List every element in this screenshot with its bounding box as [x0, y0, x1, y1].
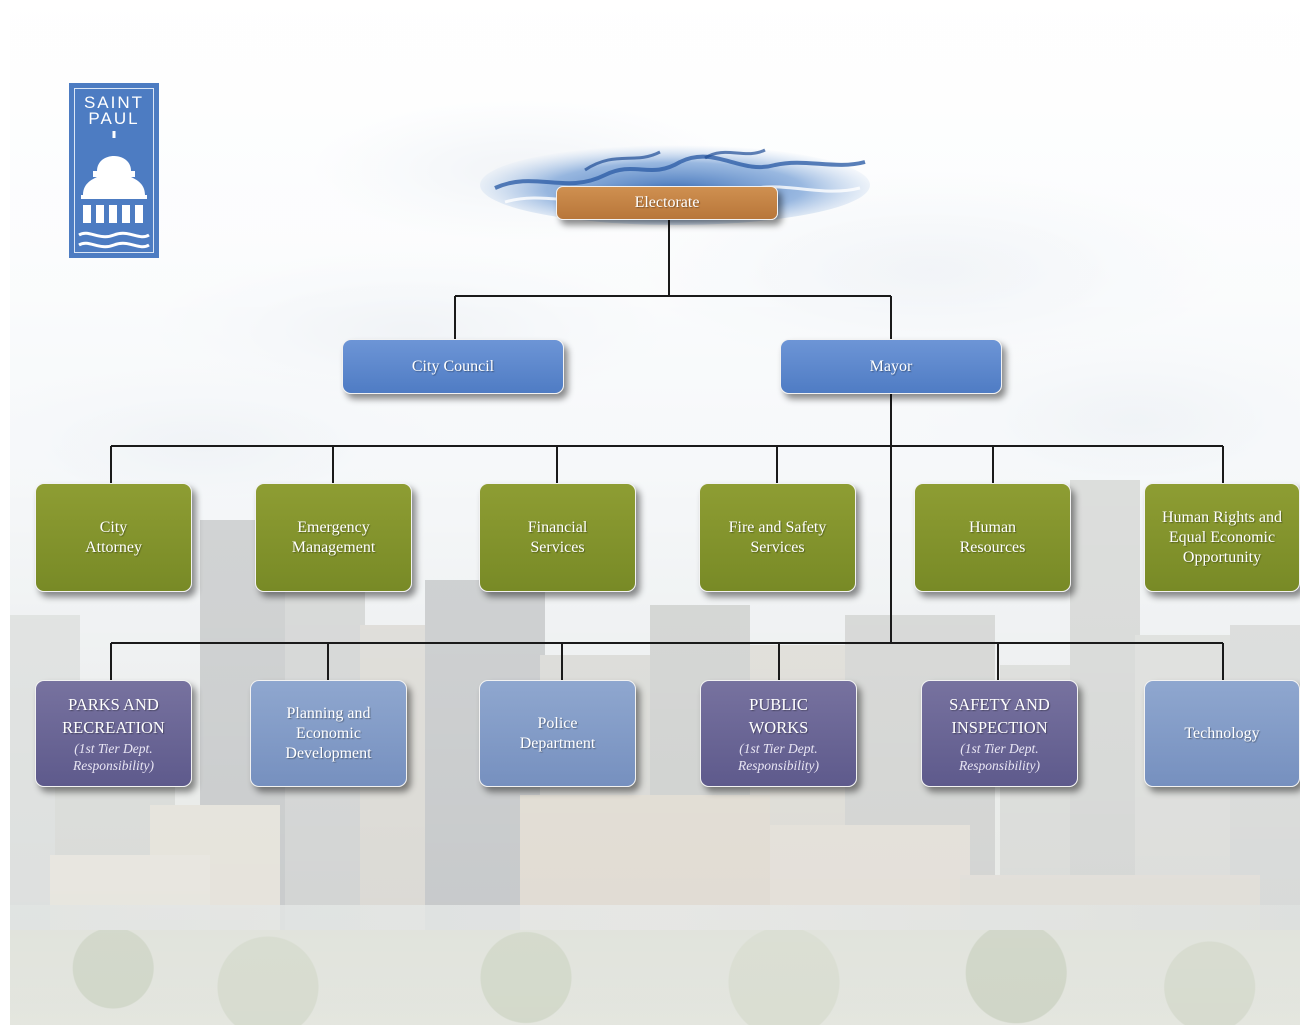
tier1-department-box: SAFETY AND INSPECTION (1st Tier Dept. Re…: [921, 680, 1078, 787]
mayor-box: Mayor: [780, 339, 1002, 394]
logo-text-paul: PAUL: [88, 109, 140, 128]
tier-note: (1st Tier Dept. Responsibility): [73, 741, 154, 773]
logo-text-saint: SAINT: [83, 93, 145, 112]
department-label: Financial Services: [527, 518, 588, 556]
saint-paul-logo: SAINT PAUL: [69, 83, 159, 258]
department-label: PUBLIC WORKS: [748, 695, 809, 737]
department-box: Fire and Safety Services: [699, 483, 856, 592]
department-box: Financial Services: [479, 483, 636, 592]
department-label: Human Rights and Equal Economic Opportun…: [1162, 508, 1282, 566]
department-label: Technology: [1184, 724, 1260, 742]
tier-note: (1st Tier Dept. Responsibility): [959, 741, 1040, 773]
city-council-label: City Council: [411, 357, 495, 375]
org-chart-canvas: SAINT PAUL: [10, 0, 1300, 1025]
department-box: Human Resources: [914, 483, 1071, 592]
department-box: City Attorney: [35, 483, 192, 592]
city-council-box: City Council: [342, 339, 564, 394]
department-label: City Attorney: [85, 518, 142, 556]
department-label: Fire and Safety Services: [728, 518, 827, 556]
department-label: Police Department: [519, 714, 596, 752]
electorate-label: Electorate: [634, 194, 700, 211]
connector-line: [110, 643, 1224, 680]
department-box: Police Department: [479, 680, 636, 787]
capitol-dome-icon: [78, 131, 150, 249]
connector-line: [110, 446, 1224, 483]
department-box: Planning and Economic Development: [250, 680, 407, 787]
department-box: Human Rights and Equal Economic Opportun…: [1144, 483, 1300, 592]
tier-note: (1st Tier Dept. Responsibility): [738, 741, 819, 773]
connector-lines: [110, 218, 1224, 680]
mayor-label: Mayor: [869, 357, 913, 375]
tier1-department-box: PARKS AND RECREATION (1st Tier Dept. Res…: [35, 680, 192, 787]
department-label: SAFETY AND INSPECTION: [949, 695, 1050, 737]
department-box: Emergency Management: [255, 483, 412, 592]
tier1-department-box: PUBLIC WORKS (1st Tier Dept. Responsibil…: [700, 680, 857, 787]
department-label: Human Resources: [959, 518, 1026, 556]
department-label: Planning and Economic Development: [285, 704, 372, 762]
department-label: Emergency Management: [291, 518, 376, 556]
department-label: PARKS AND RECREATION: [62, 695, 165, 737]
electorate-box: Electorate: [556, 186, 778, 220]
department-box: Technology: [1144, 680, 1300, 787]
